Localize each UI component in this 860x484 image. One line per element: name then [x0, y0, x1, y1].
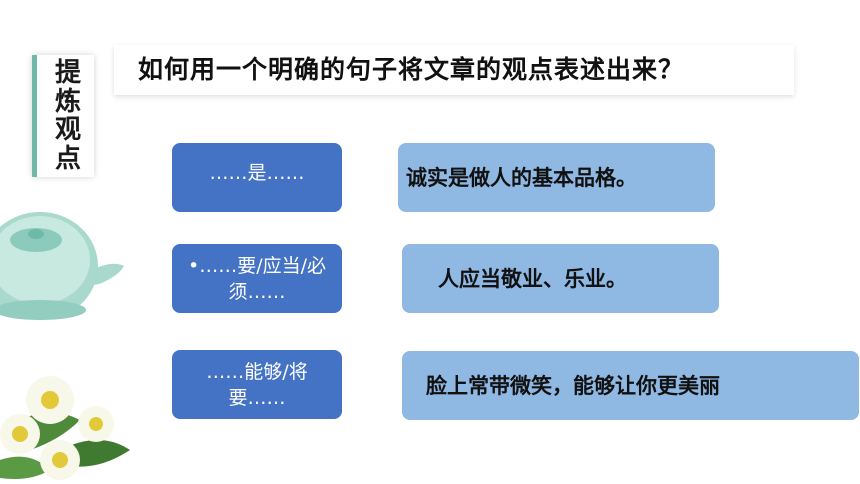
- daisy-flowers-illustration: [0, 376, 130, 480]
- question-text: 如何用一个明确的句子将文章的观点表述出来？: [138, 55, 685, 84]
- pattern-text-3: ……能够/将要……: [206, 360, 308, 409]
- side-title-text: 提炼观点: [54, 58, 81, 174]
- pattern-box-2: •……要/应当/必须……: [172, 244, 342, 313]
- pattern-text-1: ……是……: [209, 161, 305, 184]
- side-title-accent-bar: [32, 55, 37, 177]
- example-box-3: 脸上常带微笑，能够让你更美丽: [402, 351, 859, 420]
- side-title-card: 提炼观点: [32, 55, 94, 177]
- example-box-1: 诚实是做人的基本品格。: [398, 143, 715, 212]
- pattern-box-1: ……是……: [172, 143, 342, 212]
- example-text-2: 人应当敬业、乐业。: [438, 266, 627, 291]
- pattern-box-3: ……能够/将要……: [172, 350, 342, 419]
- pattern-text-2: •……要/应当/必须……: [187, 254, 326, 303]
- teapot-illustration: [0, 212, 124, 320]
- example-text-3: 脸上常带微笑，能够让你更美丽: [426, 373, 720, 398]
- question-banner: 如何用一个明确的句子将文章的观点表述出来？: [114, 45, 794, 95]
- example-box-2: 人应当敬业、乐业。: [402, 244, 719, 313]
- example-text-1: 诚实是做人的基本品格。: [406, 165, 637, 190]
